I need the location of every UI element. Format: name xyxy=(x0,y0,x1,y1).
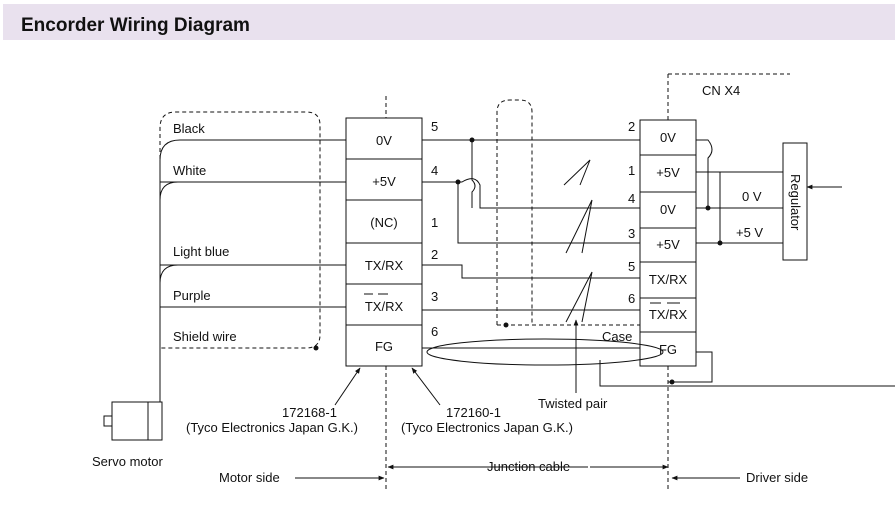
servo-motor-box xyxy=(111,401,163,441)
regulator-0v-label: 0 V xyxy=(742,189,762,204)
wire-label-black: Black xyxy=(173,121,205,136)
regulator-label: Regulator xyxy=(788,174,803,231)
driver-pin-label: 0V xyxy=(660,130,676,145)
driver-pin-label: 0V xyxy=(660,202,676,217)
motor-pin-number: 5 xyxy=(431,119,438,134)
motor-pin-label: 0V xyxy=(376,133,392,148)
shield-loop xyxy=(159,111,321,349)
servo-motor-label: Servo motor xyxy=(92,454,163,469)
driver-side-label: Driver side xyxy=(746,470,808,485)
motor-pin-number: 6 xyxy=(431,324,438,339)
page-title: Encorder Wiring Diagram xyxy=(21,15,250,36)
connector-header: CN X4 xyxy=(702,83,740,98)
right-part-maker: (Tyco Electronics Japan G.K.) xyxy=(401,420,573,435)
driver-pin-label: +5V xyxy=(656,237,680,252)
junction-cable-label: Junction cable xyxy=(487,459,570,474)
wire-label-shield: Shield wire xyxy=(173,329,237,344)
driver-pin-label: FG xyxy=(659,342,677,357)
motor-pin-label: TX/RX xyxy=(365,299,404,314)
right-part-number: 172160-1 xyxy=(446,405,501,420)
motor-side-label: Motor side xyxy=(219,470,280,485)
motor-pin-number: 1 xyxy=(431,215,438,230)
regulator-box xyxy=(782,142,808,261)
driver-pin-label: TX/RX xyxy=(649,307,688,322)
motor-pin-label: TX/RX xyxy=(365,258,404,273)
motor-connector-box xyxy=(345,117,423,367)
wire-label-white: White xyxy=(173,163,206,178)
twisted-pair-label: Twisted pair xyxy=(538,396,608,411)
motor-pin-number: 3 xyxy=(431,289,438,304)
motor-pin-label: (NC) xyxy=(370,215,397,230)
case-label: Case xyxy=(602,329,632,344)
regulator-5v-label: +5 V xyxy=(736,225,763,240)
title-bar: Encorder Wiring Diagram xyxy=(3,4,895,40)
driver-pin-label: TX/RX xyxy=(649,272,688,287)
motor-pin-number: 4 xyxy=(431,163,438,178)
wire-label-light-blue: Light blue xyxy=(173,244,229,259)
driver-pin-number: 1 xyxy=(628,163,635,178)
driver-pin-number: 4 xyxy=(628,191,635,206)
driver-pin-number: 5 xyxy=(628,259,635,274)
motor-pin-label: +5V xyxy=(372,174,396,189)
left-part-maker: (Tyco Electronics Japan G.K.) xyxy=(186,420,358,435)
black-wire xyxy=(159,139,346,395)
wire-label-purple: Purple xyxy=(173,288,211,303)
driver-pin-number: 2 xyxy=(628,119,635,134)
driver-pin-number: 3 xyxy=(628,226,635,241)
motor-pin-label: FG xyxy=(375,339,393,354)
driver-pin-label: +5V xyxy=(656,165,680,180)
motor-pin-number: 2 xyxy=(431,247,438,262)
driver-pin-number: 6 xyxy=(628,291,635,306)
left-part-number: 172168-1 xyxy=(282,405,337,420)
